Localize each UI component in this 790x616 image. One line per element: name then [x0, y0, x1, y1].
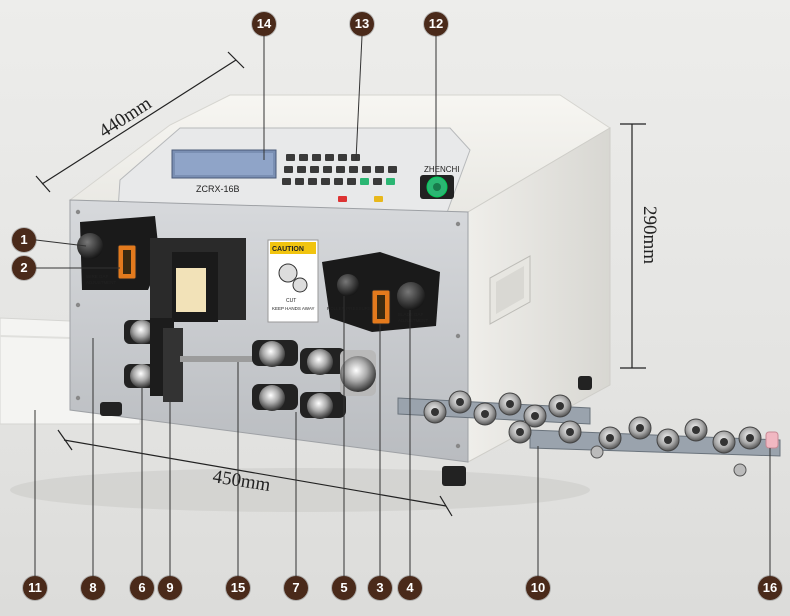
callout-2: 2 — [12, 256, 36, 280]
motor — [340, 350, 376, 396]
callout-15: 15 — [226, 576, 250, 600]
callout-4: 4 — [398, 576, 422, 600]
floor-shadow — [10, 468, 590, 512]
callout-9: 9 — [158, 576, 182, 600]
callout-7: 7 — [284, 576, 308, 600]
svg-text:CAUTION: CAUTION — [272, 246, 304, 253]
model-label: ZCRX-16B — [196, 184, 240, 194]
callout-5: 5 — [332, 576, 356, 600]
callout-16: 16 — [758, 576, 782, 600]
panel-screws — [75, 209, 461, 449]
callout-3: 3 — [368, 576, 392, 600]
foot-left — [100, 402, 122, 416]
svg-text:ADJUSTMENT: ADJUSTMENT — [398, 318, 429, 323]
svg-text:BLADE GAP: BLADE GAP — [398, 312, 424, 317]
callout-8: 8 — [81, 576, 105, 600]
keypad — [282, 154, 397, 202]
dimension-lines — [35, 51, 646, 517]
svg-text:KEEP HANDS AWAY: KEEP HANDS AWAY — [272, 306, 315, 311]
svg-text:WIRE GAP: WIRE GAP — [86, 274, 109, 279]
foot-back — [578, 376, 592, 390]
right-feed-rollers — [252, 340, 346, 419]
callout-12: 12 — [424, 12, 448, 36]
brand-label: ZHENCHI — [424, 165, 460, 174]
callout-1: 1 — [12, 228, 36, 252]
wire-gap-knob-group: WIRE GAP ADJUSTMENT — [77, 216, 160, 290]
svg-text:ROLLER PRESSURE: ROLLER PRESSURE — [327, 306, 371, 311]
caution-label: CAUTION CUT KEEP HANDS AWAY — [267, 239, 319, 323]
callout-leaders — [34, 35, 771, 576]
foot-right — [442, 466, 466, 486]
callout-13: 13 — [350, 12, 374, 36]
height-dimension: 290mm — [639, 206, 660, 264]
shaft — [180, 356, 260, 362]
callout-14: 14 — [252, 12, 276, 36]
wire-straightener — [397, 390, 781, 477]
svg-text:CUT: CUT — [286, 298, 296, 304]
callout-6: 6 — [130, 576, 154, 600]
cutter-head — [150, 238, 246, 402]
start-button[interactable] — [420, 175, 454, 199]
callout-11: 11 — [23, 576, 47, 600]
left-knob — [77, 233, 103, 259]
callout-10: 10 — [526, 576, 550, 600]
svg-text:ADJUSTMENT: ADJUSTMENT — [86, 280, 117, 285]
